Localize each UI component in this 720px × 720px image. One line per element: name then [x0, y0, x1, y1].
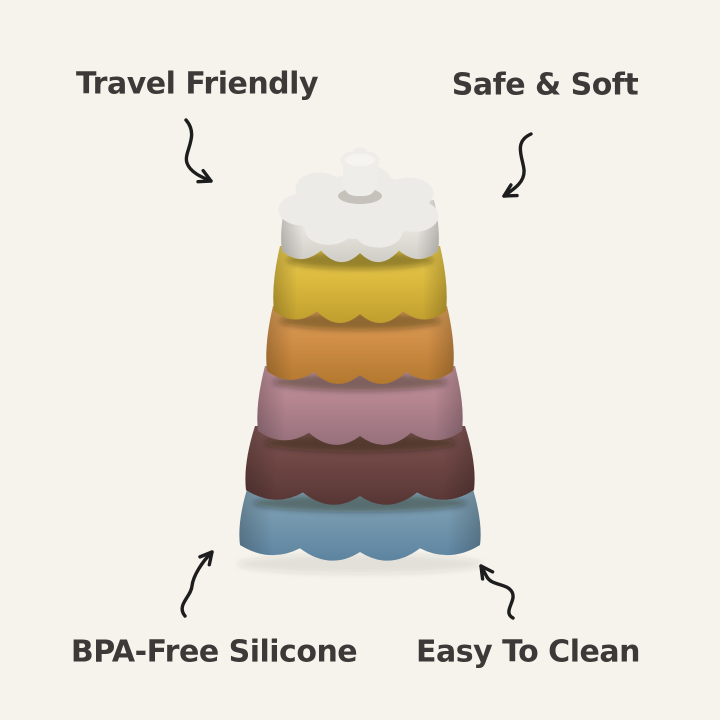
label-easy-to-clean: Easy To Clean	[416, 634, 640, 670]
toy-knob	[340, 147, 380, 196]
ground-shadow	[238, 554, 482, 574]
ring-contact-shadow	[279, 312, 441, 330]
ring-contact-shadow	[252, 494, 468, 512]
curved-arrow-bottom-left-icon	[180, 550, 214, 618]
curved-arrow-top-left-icon	[184, 118, 213, 184]
curved-arrow-bottom-right-icon	[479, 564, 515, 620]
label-bpa-free-silicone: BPA-Free Silicone	[70, 634, 358, 670]
ring-contact-shadow	[286, 251, 434, 269]
label-safe-and-soft: Safe & Soft	[451, 67, 639, 103]
ring-contact-shadow	[264, 434, 456, 452]
curved-arrow-top-right-icon	[502, 132, 533, 198]
ring-contact-shadow	[272, 373, 448, 391]
label-travel-friendly: Travel Friendly	[75, 66, 319, 102]
top-surface-ellipse	[290, 175, 430, 239]
knob-highlight	[345, 154, 375, 166]
stacking-toy	[238, 147, 482, 574]
toy-top-surface	[278, 165, 439, 248]
